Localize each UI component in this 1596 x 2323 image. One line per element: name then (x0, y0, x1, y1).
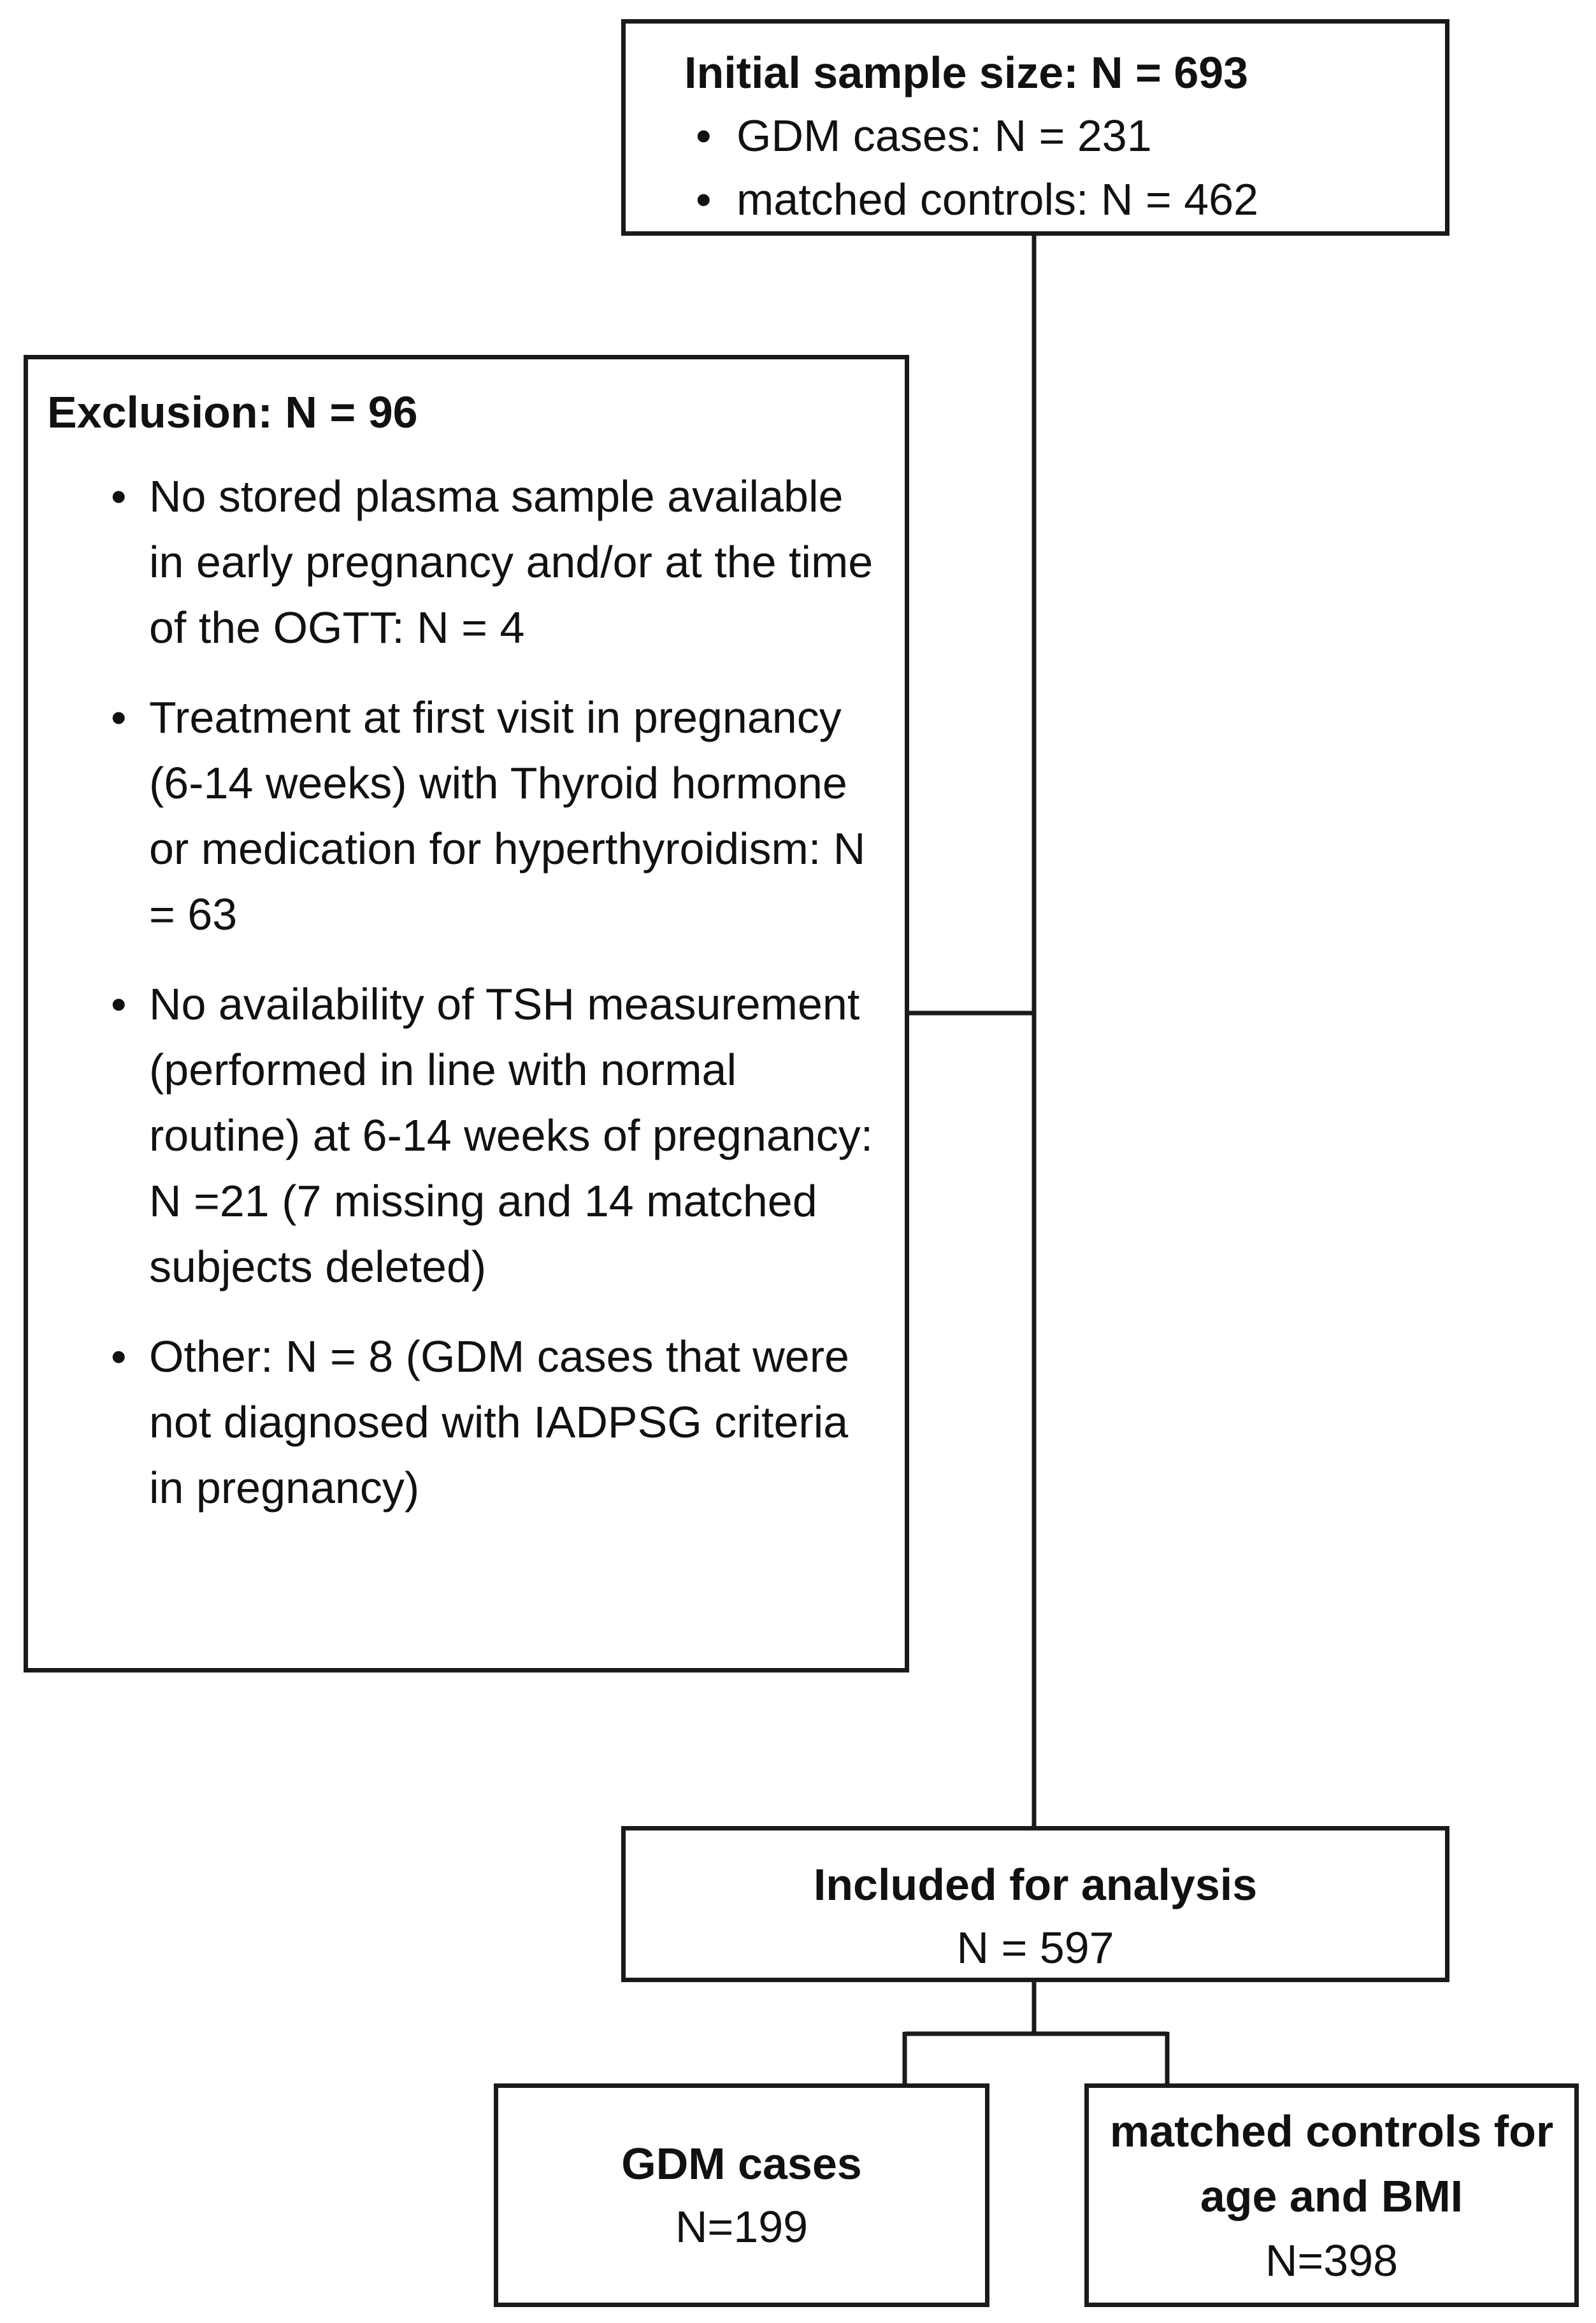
exclusion-item-tsh: No availability of TSH measurement (perf… (149, 979, 873, 1291)
exclusion-box: Exclusion: N = 96 • No stored plasma samp… (24, 355, 909, 1672)
exclusion-item-plasma: No stored plasma sample available in ear… (149, 471, 873, 652)
initial-sample-list: • GDM cases: N = 231 • matched controls: N… (684, 104, 1420, 231)
controls-title: matched controls for age and BMI (1109, 2106, 1554, 2221)
matched-controls-box: matched controls for age and BMI N=398 (1084, 2083, 1579, 2307)
bullet-icon: • (111, 471, 127, 521)
exclusion-list: • No stored plasma sample available in ea… (47, 464, 879, 1521)
included-title: Included for analysis (813, 1860, 1258, 1909)
controls-count: N=398 (1265, 2235, 1398, 2285)
list-item: • No availability of TSH measurement (per… (47, 972, 879, 1300)
exclusion-item-treatment: Treatment at first visit in pregnancy (6… (149, 693, 866, 939)
included-box: Included for analysis N = 597 (621, 1826, 1449, 1982)
list-item: • No stored plasma sample available in ea… (47, 464, 879, 661)
included-count: N = 597 (956, 1923, 1114, 1973)
gdm-title: GDM cases (621, 2138, 862, 2189)
list-item: • Treatment at first visit in pregnancy (… (47, 685, 879, 947)
bullet-icon: • (111, 693, 127, 742)
list-item: • GDM cases: N = 231 (684, 104, 1420, 168)
list-item: • matched controls: N = 462 (684, 168, 1420, 231)
bullet-icon: • (696, 111, 712, 161)
gdm-cases-box: GDM cases N=199 (494, 2083, 989, 2307)
bullet-icon: • (696, 175, 712, 224)
initial-item-gdm: GDM cases: N = 231 (737, 111, 1152, 161)
initial-sample-title: Initial sample size: N = 693 (684, 48, 1249, 97)
initial-sample-box: Initial sample size: N = 693 • GDM cases:… (621, 19, 1449, 236)
initial-item-controls: matched controls: N = 462 (737, 175, 1259, 224)
exclusion-item-other: Other: N = 8 (GDM cases that were not di… (149, 1332, 849, 1513)
bullet-icon: • (111, 979, 127, 1029)
bullet-icon: • (111, 1332, 127, 1381)
list-item: • Other: N = 8 (GDM cases that were not d… (47, 1324, 879, 1521)
exclusion-title: Exclusion: N = 96 (47, 387, 418, 437)
gdm-count: N=199 (675, 2201, 809, 2252)
